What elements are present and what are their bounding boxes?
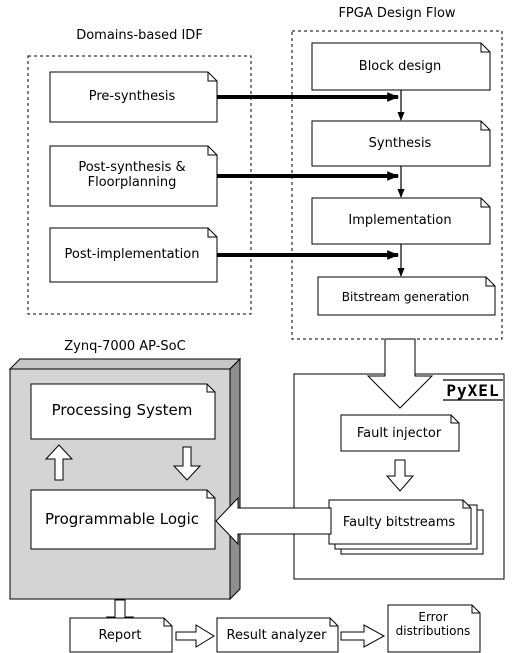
hollow-arrow-analyzer-to-errors	[340, 624, 386, 648]
flow-title: FPGA Design Flow	[338, 6, 456, 21]
report-label: Report	[98, 628, 142, 643]
faulty-bitstreams-label: Faulty bitstreams	[342, 515, 456, 530]
faulty-bitstreams-box	[328, 499, 472, 545]
processing-system-label: Processing System	[51, 401, 193, 419]
flow-step-bitstream: Bitstream generation	[341, 290, 470, 304]
svg-text:PyXEL: PyXEL	[446, 381, 499, 400]
programmable-logic-box	[30, 489, 216, 550]
idf-item-post-implementation: Post-implementation	[64, 247, 200, 262]
idf-box-post-implementation	[49, 227, 218, 283]
flow-group-frame	[291, 30, 503, 340]
idf-item-post-synthesis: Post-synthesis & Floorplanning	[78, 160, 186, 190]
fault-injector-label: Fault injector	[356, 426, 442, 441]
hollow-arrow-bitstream-to-pyxel	[366, 338, 434, 409]
error-distributions-label: Error distributions	[395, 610, 471, 638]
flow-step-block-design: Block design	[358, 59, 442, 74]
result-analyzer-box	[216, 617, 339, 653]
hollow-arrow-report-to-analyzer	[175, 624, 215, 648]
report-box	[69, 617, 173, 653]
flow-box-implementation	[311, 197, 491, 245]
hollow-arrow-faulty-to-pl	[215, 496, 332, 546]
flow-step-implementation: Implementation	[348, 213, 452, 228]
idf-box-post-synthesis	[49, 145, 218, 207]
fault-injector-box	[340, 414, 460, 452]
pyxel-logo: PyXEL	[443, 379, 503, 401]
idf-title: Domains-based IDF	[76, 28, 203, 43]
hollow-arrow-ps-to-pl	[172, 446, 202, 481]
flow-box-bitstream	[317, 276, 496, 316]
hollow-arrow-injector-to-faulty	[385, 459, 415, 492]
processing-system-box	[30, 383, 216, 440]
flow-box-block-design	[311, 42, 491, 91]
flow-box-synthesis	[311, 120, 491, 167]
result-analyzer-label: Result analyzer	[226, 628, 327, 643]
error-distributions-box	[387, 604, 481, 653]
idf-box-pre-synthesis	[49, 71, 218, 123]
soc-title: Zynq-7000 AP-SoC	[64, 339, 186, 354]
flow-step-synthesis: Synthesis	[368, 136, 432, 151]
programmable-logic-label: Programmable Logic	[45, 510, 199, 528]
hollow-arrow-pl-to-ps	[44, 444, 74, 481]
idf-item-pre-synthesis: Pre-synthesis	[88, 89, 176, 104]
